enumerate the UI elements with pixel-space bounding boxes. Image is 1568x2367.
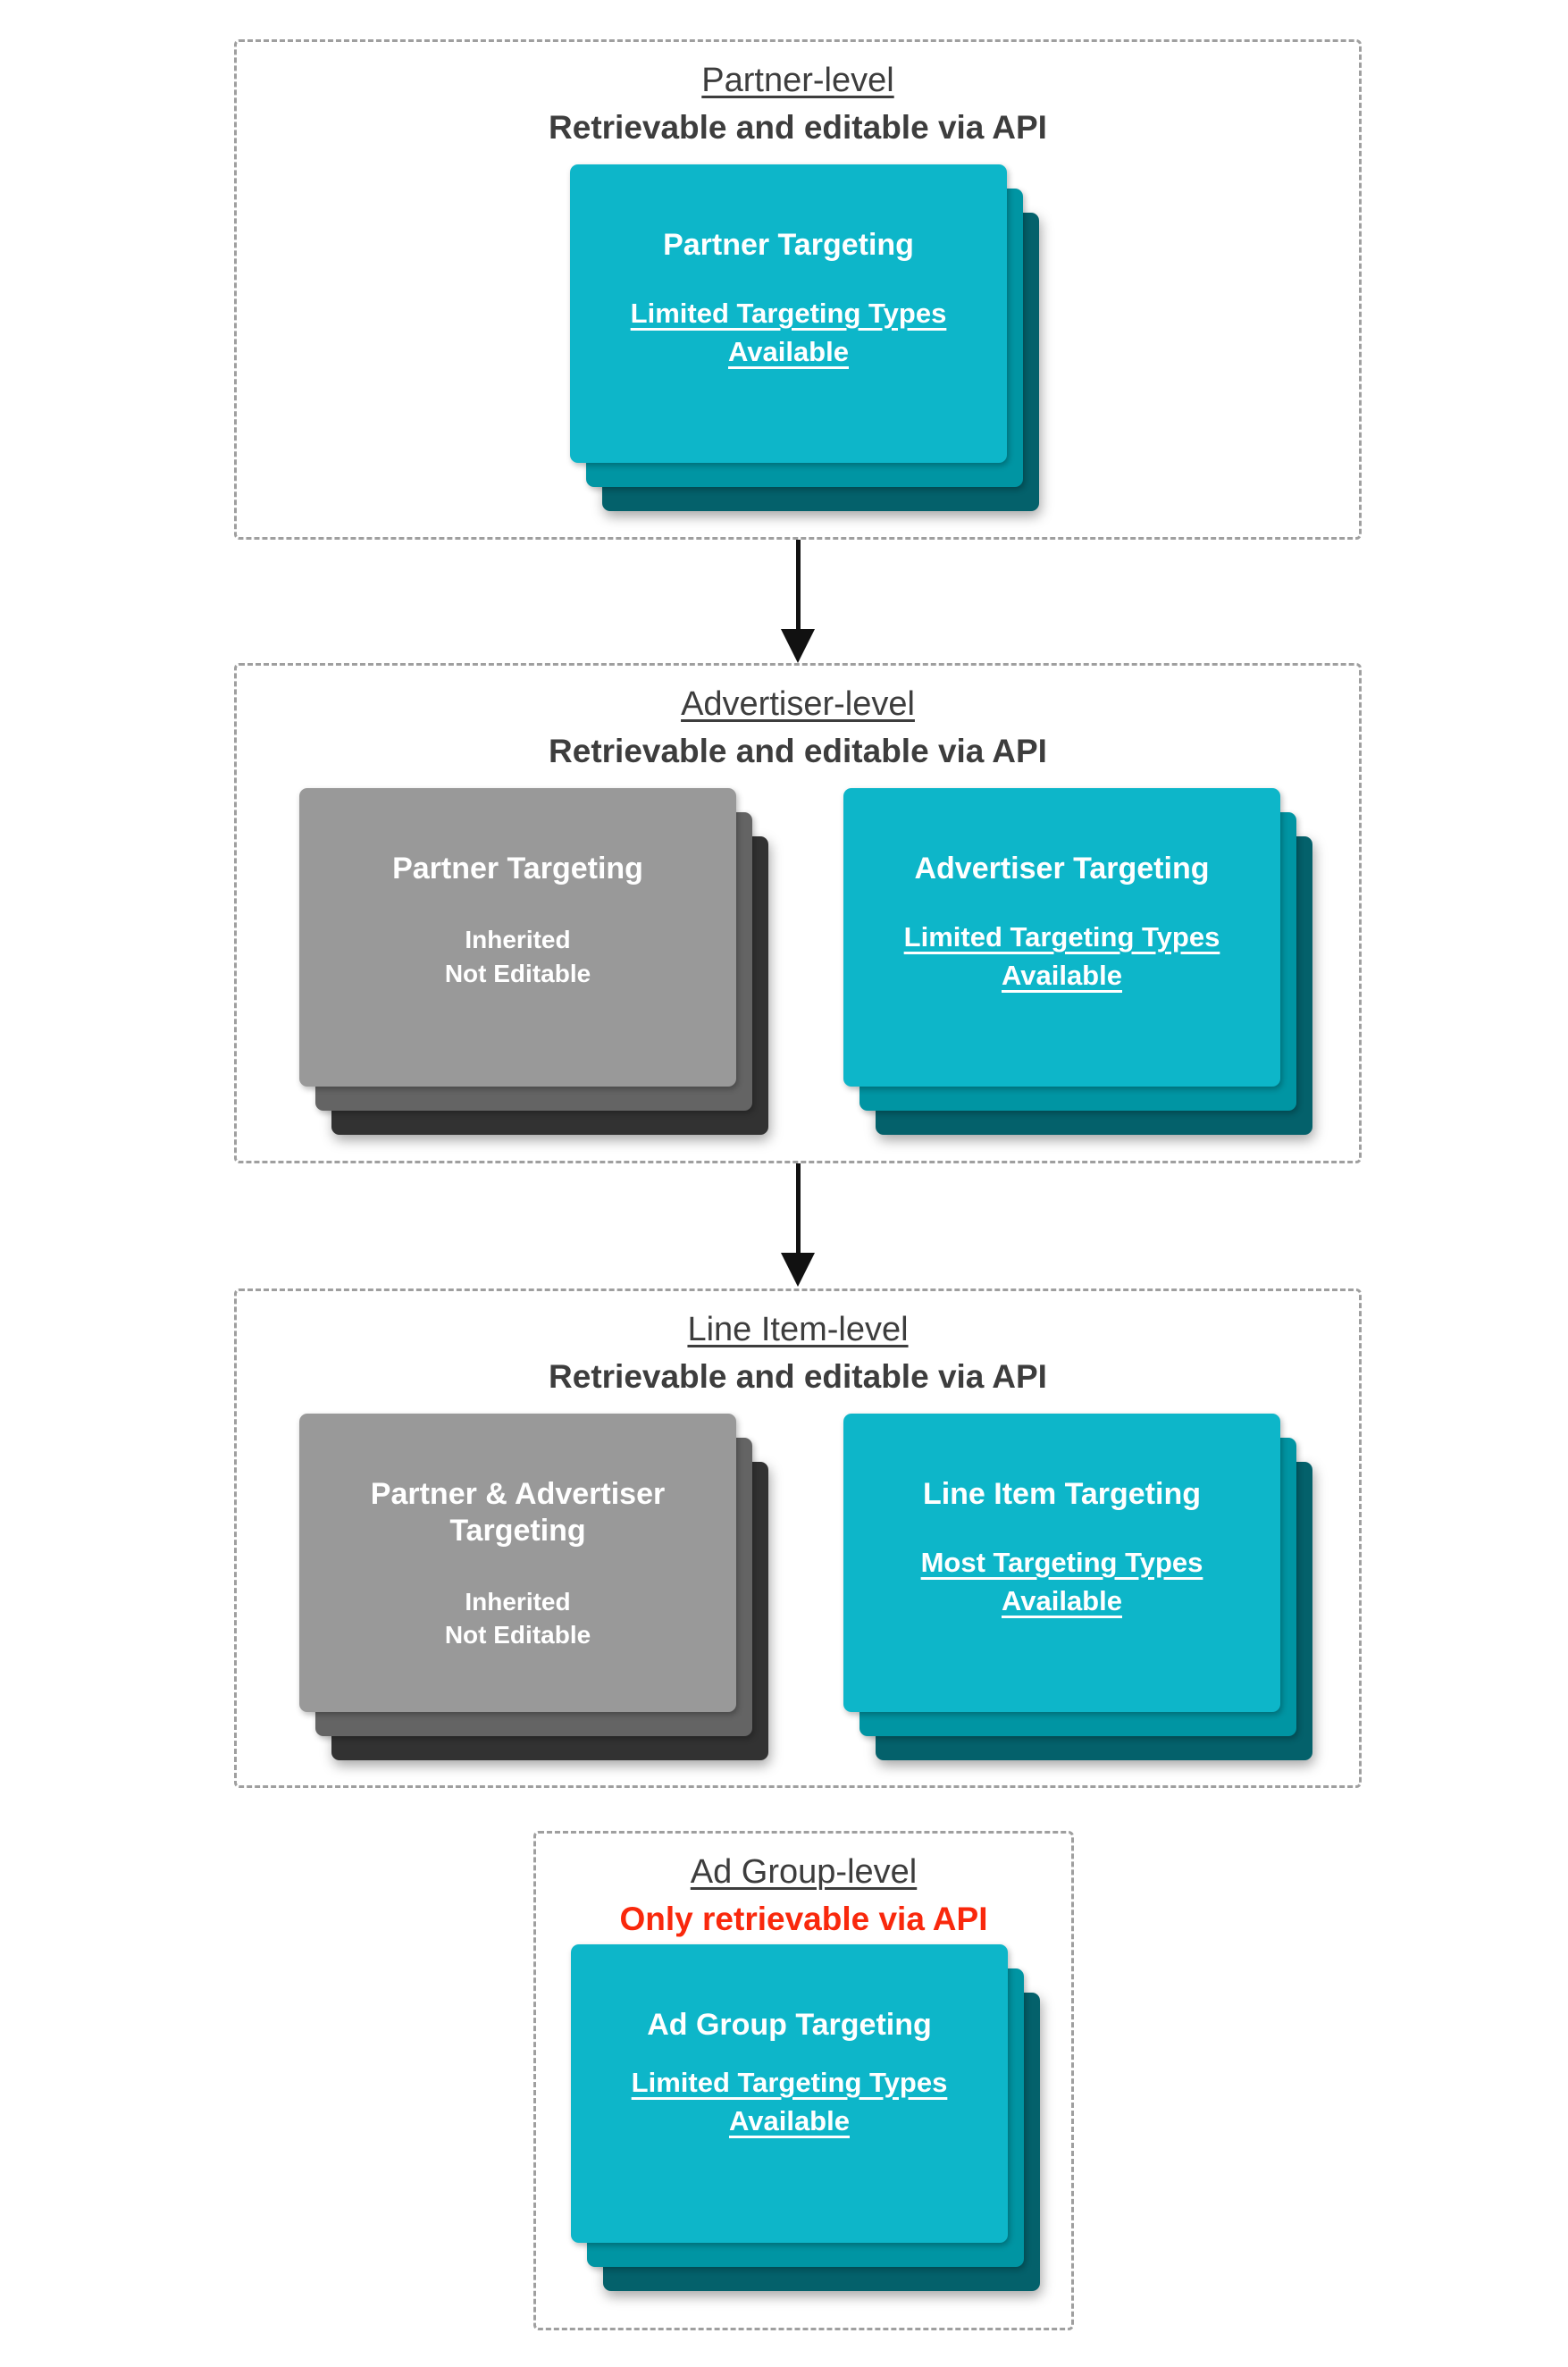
arrow-shaft [795, 1163, 801, 1253]
section-advertiser-level: Advertiser-level Retrievable and editabl… [234, 663, 1362, 1163]
card-subtitle-line: Limited Targeting Types [631, 2066, 948, 2098]
card-subtitle-line: Available [1002, 1585, 1122, 1617]
section-ad-group-level: Ad Group-level Only retrievable via API … [533, 1831, 1074, 2330]
card-title-line: Partner Targeting [663, 228, 914, 262]
card-subtitle: Limited Targeting Types Available [904, 918, 1220, 995]
partner-advertiser-targeting-card-stack: Partner & Advertiser Targeting Inherited… [299, 1414, 768, 1760]
card-title-line: Advertiser Targeting [914, 852, 1210, 886]
down-arrow-icon [778, 540, 818, 663]
card-body-line: Not Editable [444, 959, 591, 987]
section-header: Advertiser-level Retrievable and editabl… [237, 666, 1359, 771]
advertiser-targeting-card-stack: Advertiser Targeting Limited Targeting T… [843, 788, 1312, 1135]
line-item-targeting-card-stack: Line Item Targeting Most Targeting Types… [843, 1414, 1312, 1760]
section-title: Partner-level [701, 62, 894, 99]
card-title: Partner Targeting [392, 851, 643, 887]
partner-advertiser-targeting-card: Partner & Advertiser Targeting Inherited… [299, 1414, 736, 1712]
card-subtitle: Limited Targeting Types Available [631, 294, 947, 372]
card-body-line: Not Editable [444, 1621, 591, 1649]
section-header: Ad Group-level Only retrievable via API [536, 1834, 1071, 1939]
section-subtitle: Retrievable and editable via API [549, 1358, 1047, 1395]
card-title-line: Line Item Targeting [922, 1477, 1202, 1511]
section-subtitle: Retrievable and editable via API [549, 109, 1047, 146]
card-subtitle: Limited Targeting Types Available [632, 2063, 948, 2141]
card-subtitle-line: Limited Targeting Types [630, 297, 947, 329]
card-body-line: Inherited [465, 925, 571, 953]
section-title: Line Item-level [687, 1311, 909, 1348]
card-subtitle: Most Targeting Types Available [921, 1543, 1203, 1621]
card-subtitle-line: Available [729, 2105, 850, 2137]
line-item-targeting-card: Line Item Targeting Most Targeting Types… [843, 1414, 1280, 1712]
card-body: Inherited Not Editable [445, 1585, 591, 1653]
ad-group-targeting-card-stack: Ad Group Targeting Limited Targeting Typ… [571, 1944, 1040, 2291]
section-line-item-level: Line Item-level Retrievable and editable… [234, 1288, 1362, 1788]
arrow-head [781, 629, 815, 663]
partner-targeting-card-stack: Partner Targeting Limited Targeting Type… [570, 164, 1039, 511]
section-header: Line Item-level Retrievable and editable… [237, 1291, 1359, 1397]
card-title-line: Ad Group Targeting [647, 2008, 932, 2042]
card-subtitle-line: Most Targeting Types [920, 1546, 1203, 1578]
card-subtitle-line: Limited Targeting Types [903, 920, 1220, 953]
card-title: Ad Group Targeting [647, 2007, 932, 2044]
partner-targeting-inherited-card-stack: Partner Targeting Inherited Not Editable [299, 788, 768, 1135]
partner-targeting-card: Partner Targeting Limited Targeting Type… [570, 164, 1007, 463]
card-title-line: Partner Targeting [392, 852, 643, 886]
card-title: Line Item Targeting [923, 1476, 1201, 1513]
card-title: Partner & Advertiser Targeting [371, 1476, 665, 1549]
section-title: Advertiser-level [681, 685, 915, 723]
section-partner-level: Partner-level Retrievable and editable v… [234, 39, 1362, 540]
partner-targeting-inherited-card: Partner Targeting Inherited Not Editable [299, 788, 736, 1087]
section-title: Ad Group-level [690, 1853, 918, 1891]
arrow-shaft [795, 540, 801, 629]
arrow-head [781, 1253, 815, 1287]
card-title-line: Partner & Advertiser [370, 1477, 666, 1511]
card-body-line: Inherited [465, 1587, 571, 1616]
card-title-line: Targeting [449, 1513, 586, 1548]
card-body: Inherited Not Editable [445, 923, 591, 991]
ad-group-targeting-card: Ad Group Targeting Limited Targeting Typ… [571, 1944, 1008, 2243]
card-subtitle-line: Available [728, 336, 849, 368]
card-title: Advertiser Targeting [914, 851, 1209, 887]
down-arrow-icon [778, 1163, 818, 1288]
section-subtitle: Retrievable and editable via API [549, 733, 1047, 769]
section-header: Partner-level Retrievable and editable v… [237, 42, 1359, 147]
card-subtitle-line: Available [1002, 960, 1122, 992]
card-title: Partner Targeting [663, 227, 914, 264]
section-subtitle-red: Only retrievable via API [619, 1901, 988, 1937]
advertiser-targeting-card: Advertiser Targeting Limited Targeting T… [843, 788, 1280, 1087]
